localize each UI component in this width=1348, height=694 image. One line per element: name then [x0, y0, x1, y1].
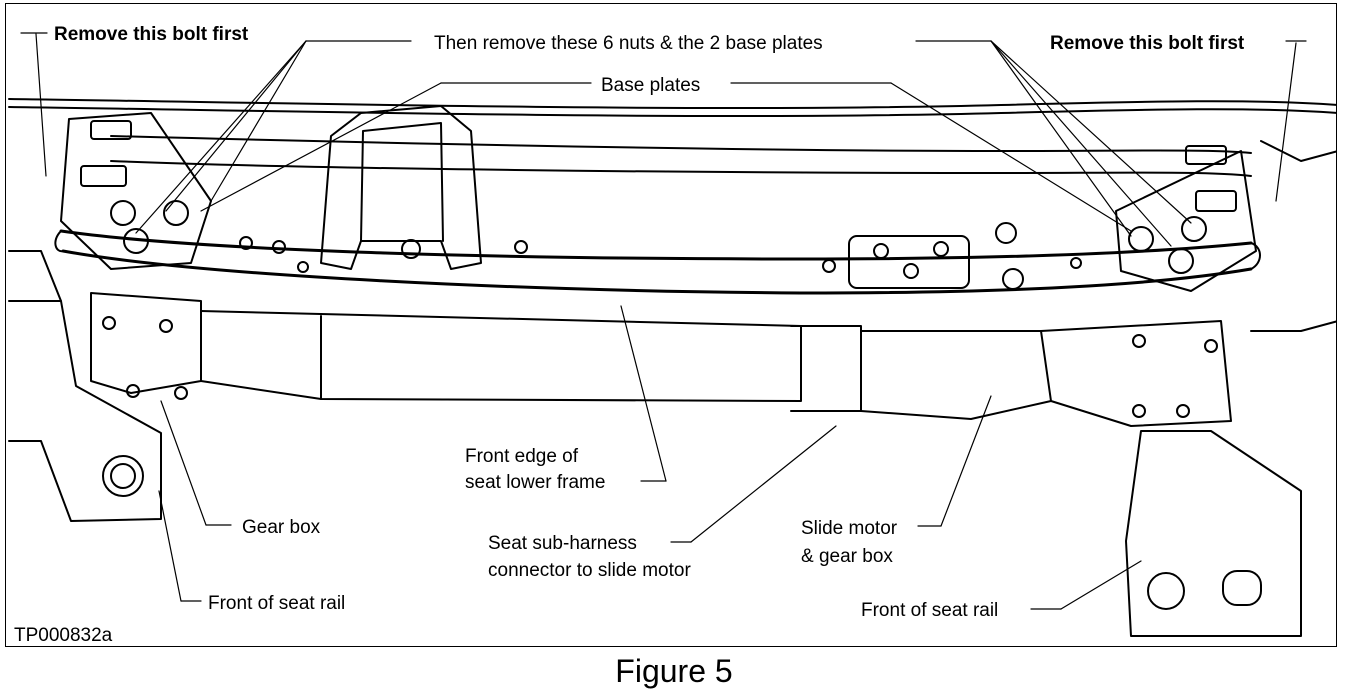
left-base-plate — [60, 112, 212, 270]
right-seat-rail — [1125, 430, 1302, 637]
slide-motor-label-line1: Slide motor — [801, 518, 898, 539]
figure-caption: Figure 5 — [615, 653, 733, 689]
seat-sub-harness-label-line1: Seat sub-harness — [488, 533, 637, 554]
leader-lines — [20, 32, 1307, 610]
remove-bolt-right-label: Remove this bolt first — [1050, 33, 1245, 54]
nuts-and-plates-label: Then remove these 6 nuts & the 2 base pl… — [434, 33, 823, 54]
front-rail-right-label: Front of seat rail — [861, 600, 999, 621]
front-rail-left-label: Front of seat rail — [208, 593, 346, 614]
front-edge-label-line2: seat lower frame — [465, 472, 606, 493]
left-seat-rail — [8, 300, 162, 522]
left-bolts — [80, 120, 189, 254]
remove-bolt-left-label: Remove this bolt first — [54, 24, 249, 45]
base-plates-label: Base plates — [601, 75, 701, 96]
seat-frame-drawing — [8, 32, 1336, 637]
seat-sub-harness-label-line2: connector to slide motor — [488, 560, 691, 581]
right-bolts — [995, 145, 1237, 290]
illustration-frame: Remove this bolt first Then remove these… — [5, 3, 1337, 647]
figure-code: TP000832a — [14, 625, 113, 646]
right-base-plate — [1115, 150, 1257, 292]
gear-box-label: Gear box — [242, 517, 321, 538]
slide-motor-label-line2: & gear box — [801, 546, 893, 567]
front-edge-label-line1: Front edge of — [465, 446, 579, 467]
